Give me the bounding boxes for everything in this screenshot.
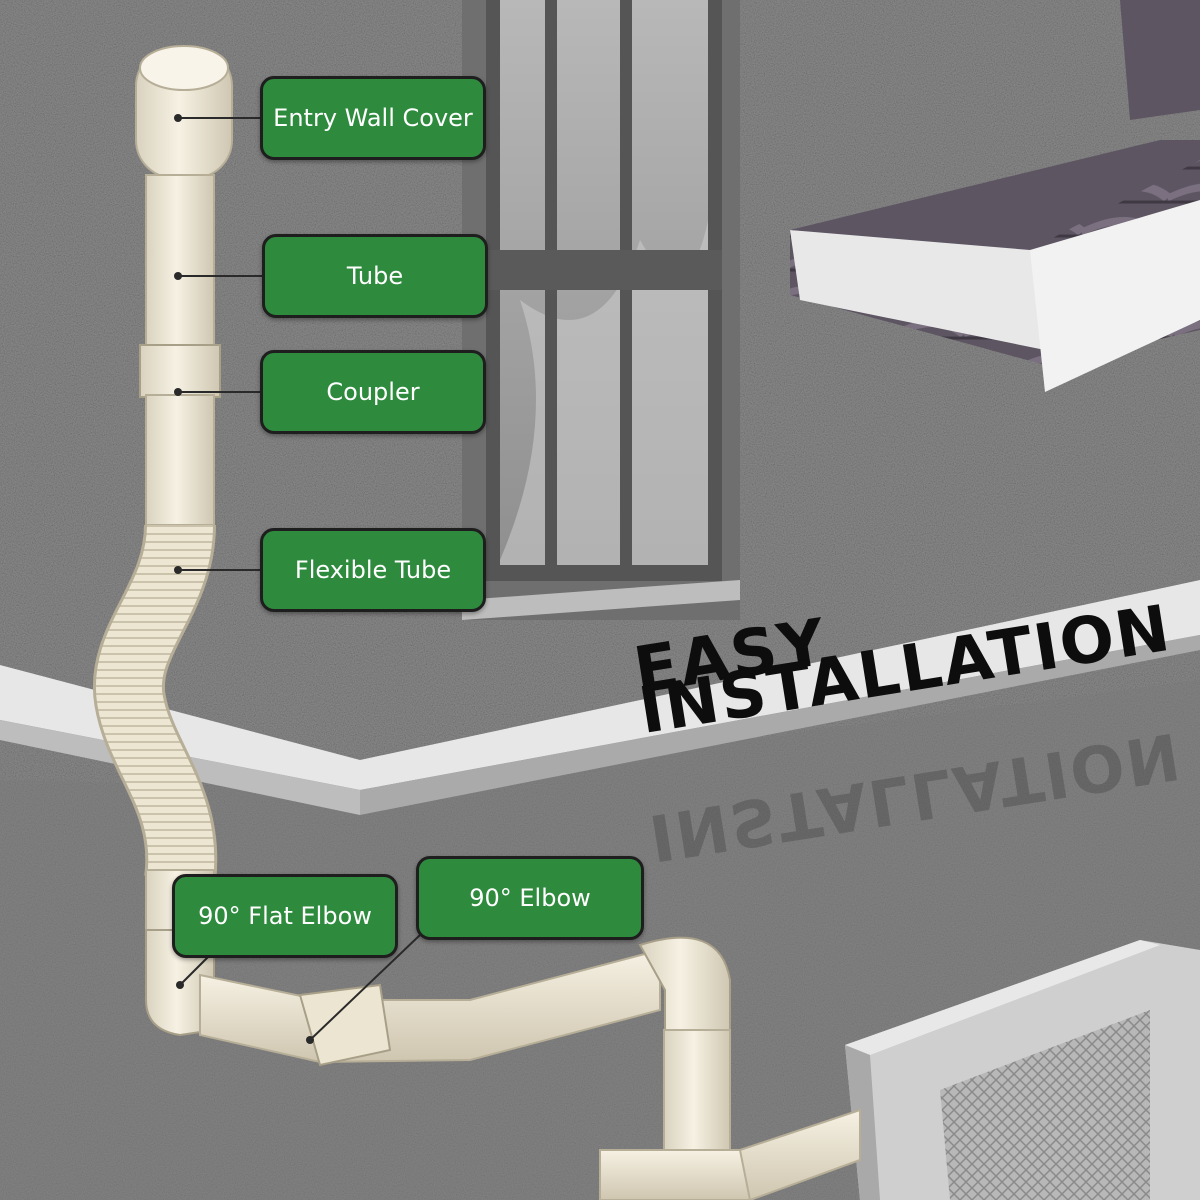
outdoor-ac-unit — [845, 940, 1200, 1200]
label-coupler-text: Coupler — [326, 378, 420, 406]
label-flat-elbow: 90° Flat Elbow — [172, 874, 398, 958]
label-elbow-text: 90° Elbow — [469, 884, 591, 912]
label-coupler: Coupler — [260, 350, 486, 434]
label-flexible-tube: Flexible Tube — [260, 528, 486, 612]
label-flexible-tube-text: Flexible Tube — [294, 556, 452, 584]
label-entry-wall-cover: Entry Wall Cover — [260, 76, 486, 160]
line-set-cover-duct — [92, 45, 861, 1200]
label-flat-elbow-text: 90° Flat Elbow — [198, 902, 372, 930]
window — [462, 0, 740, 620]
label-tube: Tube — [262, 234, 488, 318]
leader-dots — [174, 114, 314, 1044]
label-entry-wall-cover-text: Entry Wall Cover — [273, 104, 473, 132]
leader-lines — [178, 117, 421, 1041]
label-elbow: 90° Elbow — [416, 856, 644, 940]
label-tube-text: Tube — [346, 262, 404, 290]
roof-awning — [790, 0, 1200, 392]
